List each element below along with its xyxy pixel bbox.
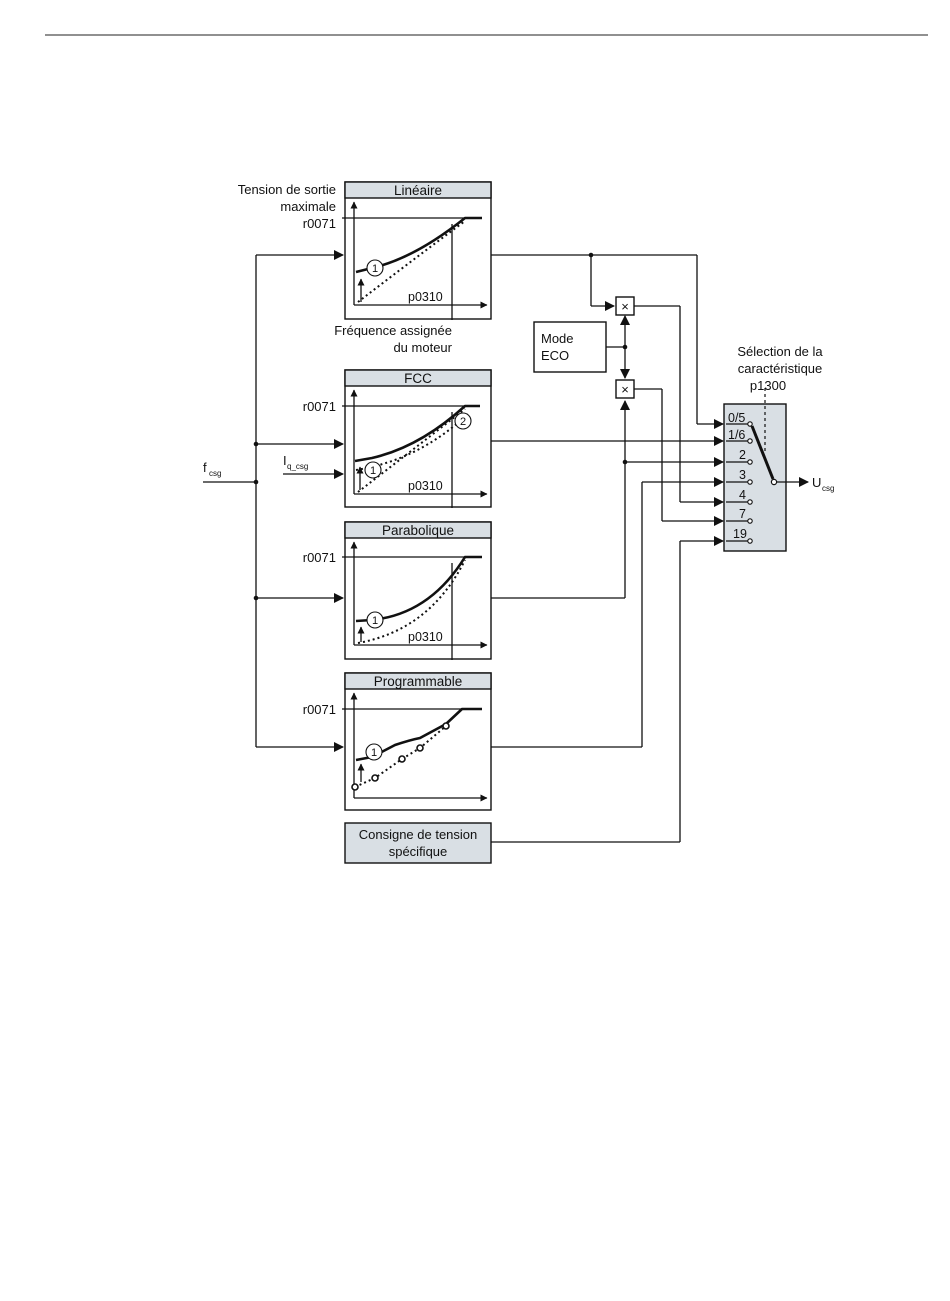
block-consigne-line-1: Consigne de tension — [359, 827, 478, 842]
block-fcc: FCC 1 2 p0310 — [342, 370, 491, 508]
label-f-sub: csg — [209, 469, 221, 478]
block-parabolique: Parabolique 1 p0310 — [342, 522, 491, 660]
label-freq-2: du moteur — [393, 340, 452, 355]
label-tension-r0071: r0071 — [303, 216, 336, 231]
block-lineaire-title: Linéaire — [394, 183, 442, 198]
block-parabolique-marker: 1 — [372, 615, 378, 627]
label-selection-2: caractéristique — [738, 361, 823, 376]
block-lineaire-p0310: p0310 — [408, 290, 443, 304]
label-u-main: U — [812, 475, 821, 490]
label-f-main: f — [203, 460, 207, 475]
signal-routing — [491, 253, 723, 842]
block-programmable-title: Programmable — [374, 674, 463, 689]
selector-input-1: 1/6 — [728, 428, 745, 442]
eco-section: Mode ECO × × — [534, 297, 634, 398]
selector-p1300: 0/5 1/6 2 3 4 7 19 — [724, 388, 808, 551]
block-lineaire-marker: 1 — [372, 263, 378, 275]
block-fcc-marker-2: 2 — [460, 416, 466, 428]
selector-input-3: 3 — [739, 468, 746, 482]
multiplier-bottom-symbol: × — [621, 382, 629, 397]
label-i-sub: q_csg — [287, 462, 308, 471]
label-u-sub: csg — [822, 484, 834, 493]
selector-input-0: 0/5 — [728, 411, 745, 425]
block-programmable-r0071: r0071 — [303, 702, 336, 717]
block-fcc-r0071: r0071 — [303, 399, 336, 414]
label-selection-1: Sélection de la — [737, 344, 823, 359]
selector-input-4: 4 — [739, 488, 746, 502]
block-parabolique-p0310: p0310 — [408, 630, 443, 644]
block-programmable: Programmable 1 — [342, 673, 491, 810]
block-fcc-p0310: p0310 — [408, 479, 443, 493]
block-lineaire: Linéaire 1 p0310 — [342, 182, 491, 320]
label-freq-1: Fréquence assignée — [334, 323, 452, 338]
block-fcc-marker-1: 1 — [370, 465, 376, 477]
selector-input-2: 2 — [739, 448, 746, 462]
block-consigne-line-2: spécifique — [389, 844, 448, 859]
multiplier-top-symbol: × — [621, 299, 629, 314]
block-fcc-title: FCC — [404, 371, 432, 386]
block-consigne: Consigne de tension spécifique — [345, 823, 491, 863]
input-distribution — [203, 255, 343, 747]
label-tension-1: Tension de sortie — [238, 182, 336, 197]
label-tension-2: maximale — [280, 199, 336, 214]
label-selection-p1300: p1300 — [750, 378, 786, 393]
block-parabolique-r0071: r0071 — [303, 550, 336, 565]
block-programmable-marker: 1 — [371, 747, 377, 759]
label-eco: ECO — [541, 348, 569, 363]
selector-input-6: 19 — [733, 527, 747, 541]
selector-input-5: 7 — [739, 507, 746, 521]
block-parabolique-title: Parabolique — [382, 523, 454, 538]
label-mode: Mode — [541, 331, 574, 346]
